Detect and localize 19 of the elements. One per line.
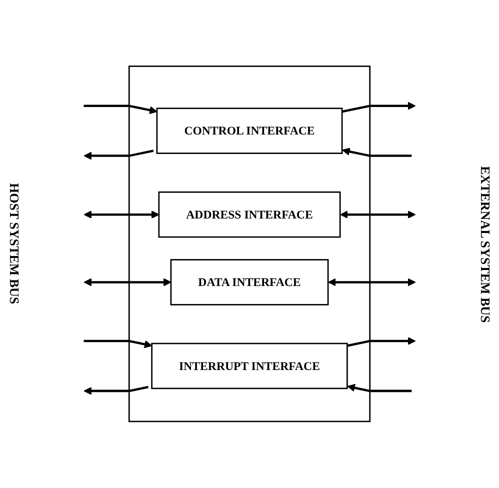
arrow: [84, 278, 172, 286]
arrow: [342, 148, 412, 158]
arrow: [342, 102, 416, 113]
arrow: [347, 384, 412, 392]
arrow: [84, 340, 152, 348]
node-box: [156, 108, 343, 154]
arrow: [328, 278, 416, 286]
node-box: [151, 342, 348, 390]
node-box: [170, 259, 329, 306]
arrow: [84, 150, 154, 160]
arrow: [340, 210, 416, 219]
bus-label: EXTERNAL SYSTEM BUS: [477, 166, 493, 322]
arrow: [84, 210, 160, 219]
cluster: [128, 66, 371, 422]
arrow: [84, 104, 158, 114]
arrow: [84, 386, 148, 396]
node-box: [158, 192, 341, 238]
bus-label: HOST SYSTEM BUS: [6, 183, 22, 305]
arrow: [346, 337, 416, 347]
